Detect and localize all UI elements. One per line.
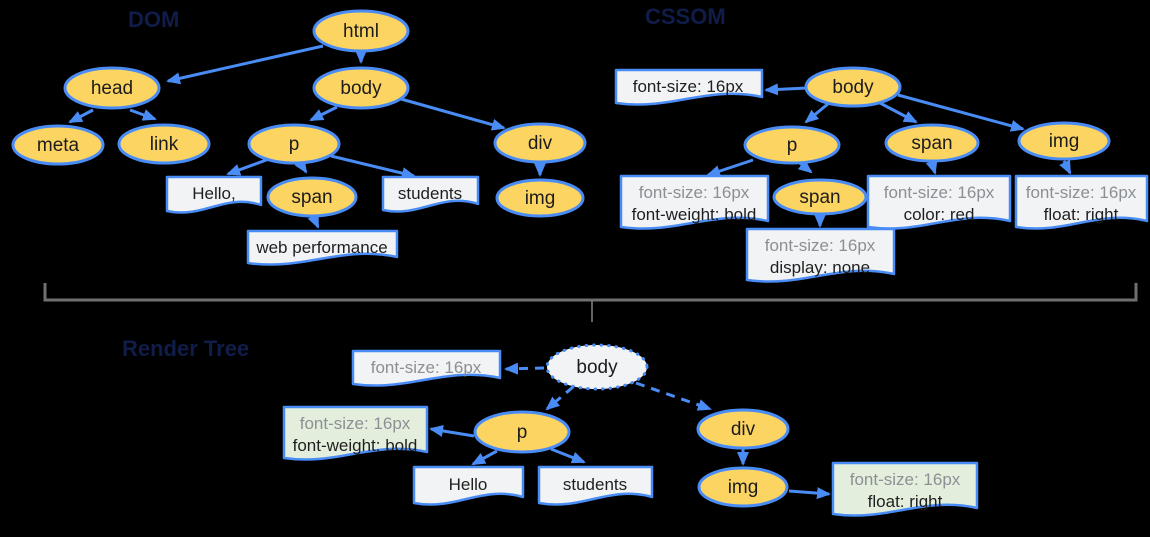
merge-bracket <box>43 283 1138 322</box>
render-edge-body-style <box>504 362 545 375</box>
cssom-edge-body-img <box>897 93 1025 132</box>
cssom-rule-body <box>614 68 764 106</box>
dom-edge-p-students <box>330 154 416 180</box>
dom-node-div <box>493 122 587 164</box>
render-node-img-label: img <box>728 477 759 498</box>
cssom-edge-p-rule <box>706 158 754 177</box>
render-node-div <box>696 408 790 450</box>
cssom-node-img-label: img <box>1049 131 1080 152</box>
dom-node-link-label: link <box>150 134 179 155</box>
dom-node-span-label: span <box>291 187 332 208</box>
render-style-img-line2: float: right <box>868 492 943 511</box>
cssom-node-span-p <box>772 178 868 216</box>
cssom-rule-img <box>1014 174 1149 230</box>
dom-edge-p-hello <box>226 157 270 176</box>
cssom-rule-body-line1: font-size: 16px <box>633 77 744 96</box>
render-textnode-students <box>537 465 654 506</box>
cssom-edge-body-p <box>804 101 830 124</box>
cssom-node-p <box>743 125 841 165</box>
cssom-edge-body-rule <box>764 83 808 96</box>
render-edge-p-students <box>550 447 586 464</box>
render-style-img-line1: font-size: 16px <box>850 470 961 489</box>
dom-node-meta-label: meta <box>37 135 80 156</box>
render-style-p <box>282 405 429 461</box>
render-node-img <box>697 466 789 508</box>
cssom-rule-p-line1: font-size: 16px <box>639 183 750 202</box>
render-node-body <box>545 343 649 391</box>
render-style-p-line1: font-size: 16px <box>300 414 411 433</box>
cssom-rule-span-p-line1: font-size: 16px <box>765 236 876 255</box>
render-textnode-students-label: students <box>563 475 627 494</box>
render-style-body <box>351 349 502 387</box>
cssom-node-p-label: p <box>787 135 798 156</box>
dom-node-meta <box>11 124 105 166</box>
dom-node-link <box>117 123 211 165</box>
dom-node-head-label: head <box>91 78 133 99</box>
dom-node-body <box>312 66 410 110</box>
dom-textnode-students-label: students <box>398 184 462 203</box>
dom-textnode-students <box>381 175 480 213</box>
cssom-node-span-p-label: span <box>799 187 840 208</box>
cssom-edge-bodyspan-rule <box>925 159 938 175</box>
cssom-edge-body-span <box>879 101 918 124</box>
render-node-p-label: p <box>517 422 528 443</box>
cssom-rule-span-p-line2: display: none <box>770 258 870 277</box>
dom-textnode-hello-label: Hello, <box>192 184 235 203</box>
dom-node-html <box>312 9 410 53</box>
dom-edge-span-webperf <box>307 213 320 229</box>
render-node-div-label: div <box>731 419 756 440</box>
merge-bracket-line <box>43 283 1138 302</box>
cssom-rule-img-line1: font-size: 16px <box>1026 183 1137 202</box>
dom-node-img-label: img <box>525 188 556 209</box>
dom-node-p-label: p <box>289 134 300 155</box>
dom-node-head <box>63 66 161 110</box>
cssom-tree: CSSOM body p span img span font-size: 16… <box>614 4 1149 283</box>
render-textnode-hello-label: Hello <box>449 475 488 494</box>
render-tree-label: Render Tree <box>122 336 249 361</box>
render-style-img <box>831 461 979 517</box>
render-node-p <box>473 410 571 454</box>
dom-textnode-hello <box>165 175 263 214</box>
render-edge-p-style <box>429 425 475 438</box>
dom-textnode-web-performance-label: web performance <box>255 238 387 257</box>
cssom-node-span-body-label: span <box>911 133 952 154</box>
cssom-node-body <box>804 66 902 108</box>
dom-edge-head-link <box>129 108 157 121</box>
render-edge-body-p <box>545 385 574 411</box>
cssom-edge-img-rule <box>1059 159 1072 175</box>
cssom-node-body-label: body <box>832 77 874 98</box>
dom-node-html-label: html <box>343 21 379 42</box>
render-style-p-line2: font-weight: bold <box>293 436 418 455</box>
cssom-node-img <box>1017 121 1111 161</box>
dom-edge-html-head <box>166 44 324 85</box>
render-tree: Render Tree body p div img font-size: 16… <box>122 336 979 517</box>
dom-node-body-label: body <box>340 78 382 99</box>
cssom-tree-label: CSSOM <box>645 4 726 29</box>
render-textnode-hello <box>412 465 525 506</box>
dom-node-img <box>495 178 585 218</box>
dom-edge-head-meta <box>68 108 94 124</box>
render-style-body-line1: font-size: 16px <box>371 358 482 377</box>
dom-textnode-web-performance <box>246 229 399 266</box>
cssom-rule-span-body-line1: font-size: 16px <box>884 183 995 202</box>
dom-node-span <box>266 176 358 218</box>
render-node-body-label: body <box>576 357 618 378</box>
dom-edge-body-div <box>400 97 506 131</box>
dom-node-div-label: div <box>528 133 553 154</box>
dom-tree-label: DOM <box>128 7 179 32</box>
cssom-rule-span-p <box>745 227 896 283</box>
cssom-node-span-body <box>884 123 980 163</box>
dom-edge-body-p <box>309 105 338 122</box>
render-edge-body-div <box>635 381 712 411</box>
cssom-rule-p-line2: font-weight: bold <box>632 205 757 224</box>
render-edge-img-style <box>788 487 831 500</box>
cssom-rule-p <box>619 174 770 230</box>
cssom-rule-span-body <box>866 174 1012 230</box>
cssom-rule-img-line2: float: right <box>1044 205 1119 224</box>
render-edge-p-hello <box>471 449 498 466</box>
cssom-rule-span-body-line2: color: red <box>904 205 975 224</box>
dom-node-p <box>247 123 341 165</box>
dom-tree: DOM html head body meta link p div span … <box>11 7 587 266</box>
